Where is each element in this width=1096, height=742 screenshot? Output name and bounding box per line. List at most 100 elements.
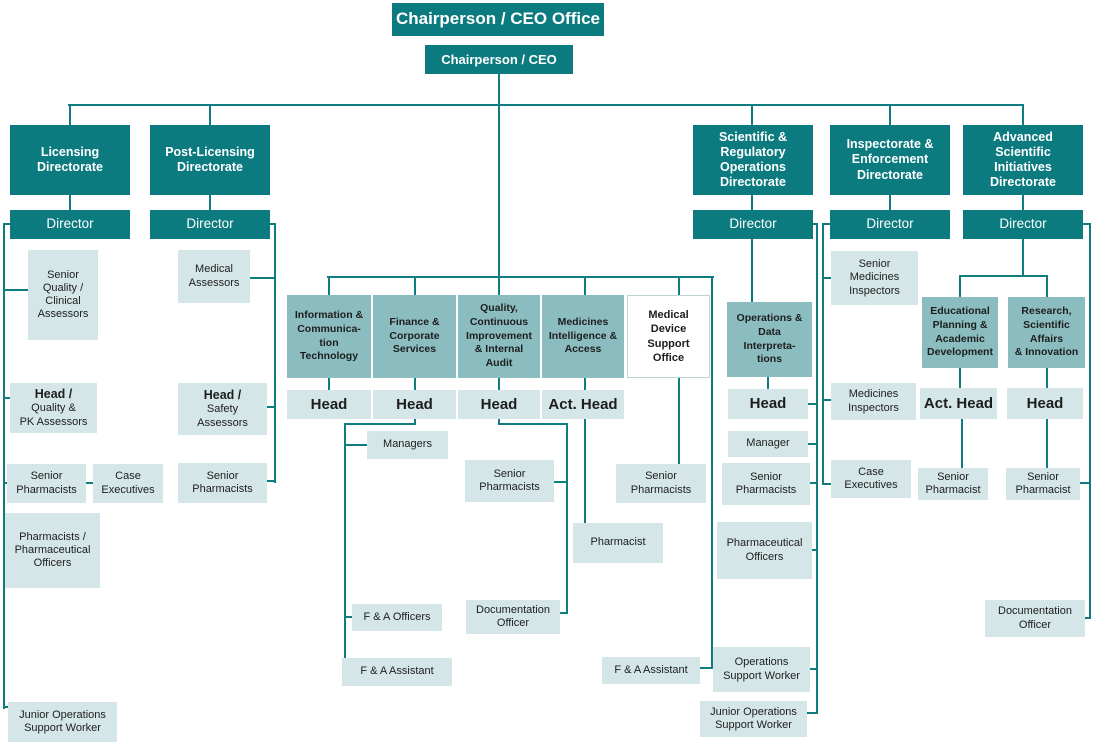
connector-line (889, 106, 891, 125)
connector-line (327, 276, 714, 278)
sciops-unit-box: Operations & Data Interpreta- tions (727, 302, 812, 377)
inspectorate-director-box: Director (830, 210, 950, 239)
connector-line (3, 223, 5, 709)
ict-head-box: Head (287, 390, 371, 419)
finance-fa-officers-box: F & A Officers (352, 604, 442, 631)
connector-line (767, 377, 769, 389)
inspectorate-medicines-inspectors-box: Medicines Inspectors (831, 383, 916, 420)
connector-line (959, 275, 1048, 277)
inspectorate-directorate-box: Inspectorate & Enforcement Directorate (830, 125, 950, 195)
licensing-case-executives-box: Case Executives (93, 464, 163, 503)
connector-line (345, 423, 416, 425)
sciops-pharmaceutical-officers-box: Pharmaceutical Officers (717, 522, 812, 579)
connector-line (68, 104, 1024, 106)
sciops-senior-pharmacists-box: Senior Pharmacists (722, 463, 810, 505)
connector-line (700, 667, 714, 669)
advanced-documentation-officer-box: Documentation Officer (985, 600, 1085, 637)
connector-line (498, 423, 568, 425)
connector-line (822, 223, 831, 225)
connector-line (751, 195, 753, 210)
connector-line (3, 706, 10, 708)
connector-line (3, 223, 12, 225)
ict-unit-box: Information & Communica- tion Technology (287, 295, 371, 378)
connector-line (1046, 277, 1048, 298)
connector-line (414, 378, 416, 390)
connector-line (498, 105, 500, 277)
postlicensing-head-sub-label: Safety Assessors (197, 403, 248, 429)
connector-line (959, 368, 961, 388)
connector-line (344, 616, 354, 618)
connector-line (1046, 419, 1048, 468)
connector-line (822, 483, 832, 485)
connector-line (69, 106, 71, 125)
connector-line (1089, 223, 1091, 619)
postlicensing-head-label: Head / (203, 388, 242, 403)
advanced-directorate-box: Advanced Scientific Initiatives Director… (963, 125, 1083, 195)
connector-line (3, 482, 8, 484)
connector-line (328, 378, 330, 390)
inspectorate-senior-medicines-inspectors-box: Senior Medicines Inspectors (831, 251, 918, 305)
connector-line (414, 278, 416, 295)
connector-line (414, 418, 416, 425)
sciops-director-box: Director (693, 210, 813, 239)
finance-unit-box: Finance & Corporate Services (373, 295, 456, 378)
connector-line (678, 378, 680, 465)
connector-line (3, 397, 11, 399)
connector-line (498, 378, 500, 390)
licensing-junior-ops-box: Junior Operations Support Worker (8, 702, 117, 742)
quality-head-box: Head (458, 390, 540, 419)
licensing-senior-assessors-box: Senior Quality / Clinical Assessors (28, 250, 98, 340)
connector-line (808, 403, 817, 405)
advanced-senior-pharmacist-left-box: Senior Pharmacist (918, 468, 988, 500)
sciops-junior-ops-support-worker-box: Junior Operations Support Worker (700, 701, 807, 737)
connector-line (266, 480, 276, 482)
quality-documentation-officer-box: Documentation Officer (466, 600, 560, 634)
finance-fa-assistant-box: F & A Assistant (342, 658, 452, 686)
licensing-senior-pharmacists-box: Senior Pharmacists (7, 464, 86, 503)
advanced-senior-pharmacist-right-box: Senior Pharmacist (1006, 468, 1080, 500)
postlicensing-directorate-box: Post-Licensing Directorate (150, 125, 270, 195)
connector-line (822, 277, 832, 279)
advanced-act-head-box: Act. Head (920, 388, 997, 419)
connector-line (961, 419, 963, 468)
connector-line (584, 418, 586, 524)
connector-line (584, 278, 586, 295)
finance-managers-box: Managers (367, 431, 448, 459)
connector-line (1022, 239, 1024, 276)
connector-line (209, 106, 211, 125)
advanced-director-box: Director (963, 210, 1083, 239)
licensing-head-label: Head / (34, 387, 73, 402)
connector-line (1083, 223, 1091, 225)
meddevice-fa-assistant-box: F & A Assistant (602, 657, 700, 684)
connector-line (1046, 368, 1048, 388)
quality-unit-box: Quality, Continuous Improvement & Intern… (458, 295, 540, 378)
connector-line (498, 74, 500, 106)
connector-line (268, 223, 276, 225)
inspectorate-case-executives-box: Case Executives (831, 460, 911, 498)
connector-line (812, 549, 817, 551)
postlicensing-head-box: Head / Safety Assessors (178, 383, 267, 435)
connector-line (560, 612, 568, 614)
connector-line (250, 277, 276, 279)
finance-head-box: Head (373, 390, 456, 419)
connector-line (328, 278, 330, 295)
connector-line (3, 289, 29, 291)
connector-line (274, 223, 276, 483)
connector-line (810, 482, 817, 484)
licensing-head-box: Head / Quality & PK Assessors (10, 383, 97, 433)
connector-line (678, 278, 680, 295)
connector-line (751, 239, 753, 302)
meddevice-senior-pharmacists-box: Senior Pharmacists (616, 464, 706, 503)
quality-senior-pharmacists-box: Senior Pharmacists (465, 460, 554, 502)
medintel-pharmacist-box: Pharmacist (573, 523, 663, 563)
advanced-head-box: Head (1007, 388, 1083, 419)
sciops-head-box: Head (728, 389, 808, 419)
connector-line (808, 443, 817, 445)
connector-line (554, 481, 566, 483)
connector-line (584, 378, 586, 390)
connector-line (1080, 482, 1090, 484)
licensing-head-sub-label: Quality & PK Assessors (19, 402, 88, 428)
connector-line (889, 195, 891, 210)
connector-line (806, 712, 817, 714)
